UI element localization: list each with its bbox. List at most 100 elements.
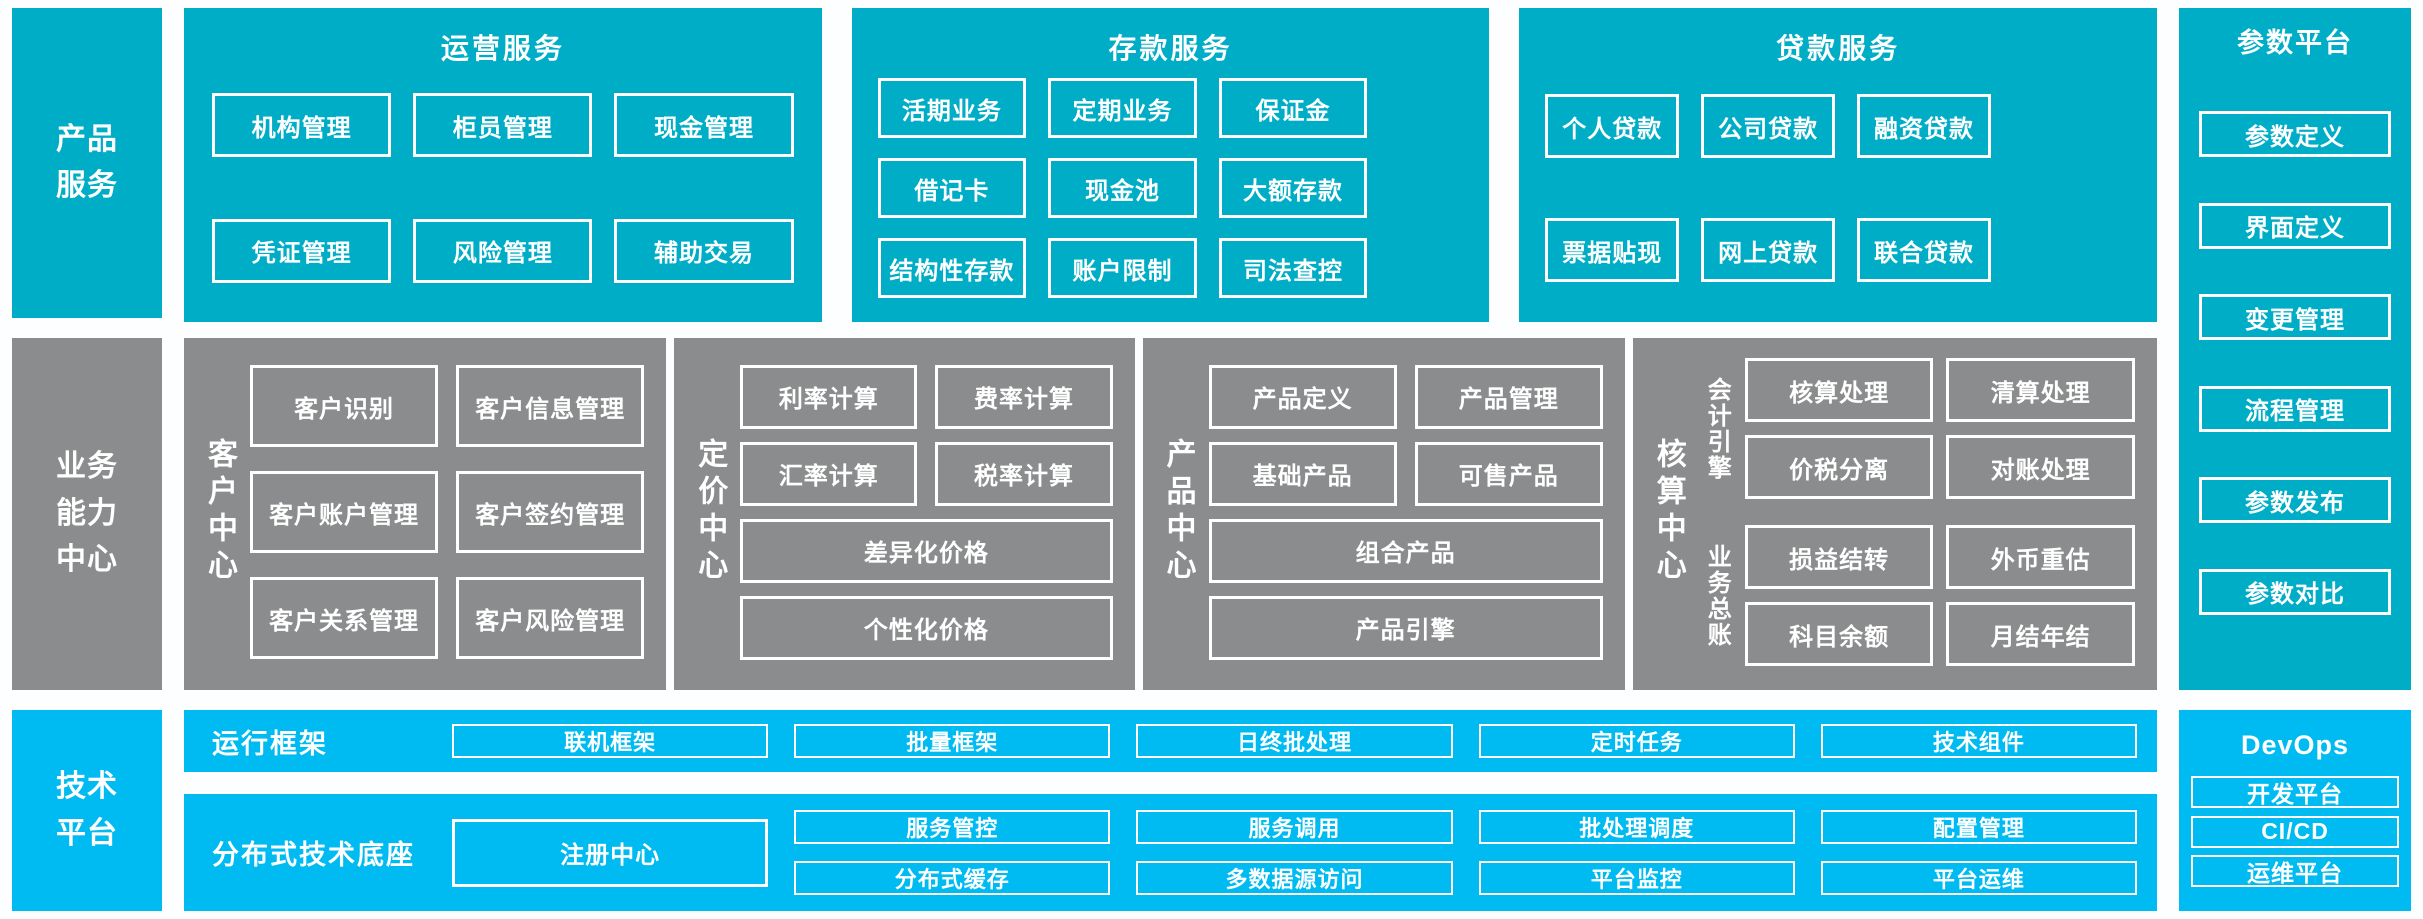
- tech-box: 批量框架: [794, 724, 1111, 758]
- customer-items-grid: 客户识别 客户信息管理 客户账户管理 客户签约管理 客户关系管理 客户风险管理: [250, 354, 645, 670]
- group-vertical-label: 业务总账: [1703, 543, 1731, 648]
- deposit-items-grid: 活期业务 定期业务 保证金 借记卡 现金池 大额存款 结构性存款 账户限制 司法…: [877, 78, 1464, 298]
- service-box: 现金管理: [614, 93, 794, 158]
- capability-box: 产品管理: [1414, 364, 1603, 429]
- tech-box: 分布式缓存: [794, 861, 1111, 896]
- bar-label: 运行框架: [212, 728, 328, 759]
- service-box: 流程管理: [2199, 385, 2391, 432]
- section-title: 贷款服务: [1776, 33, 1901, 64]
- capability-box: 客户关系管理: [250, 577, 439, 659]
- group-vertical-label: 会计引擎: [1703, 376, 1731, 481]
- bar-distributed-base: 分布式技术底座 注册中心 服务管控 服务调用 批处理调度 配置管理 分布式缓存 …: [184, 794, 2157, 911]
- service-box: 大额存款: [1218, 158, 1368, 218]
- service-box: 司法查控: [1218, 238, 1368, 298]
- section-parameter-platform: 参数平台 参数定义 界面定义 变更管理 流程管理 参数发布 参数对比: [2179, 8, 2411, 690]
- rail-business-capability-label: 业务能力中心: [56, 450, 118, 577]
- capability-box: 清算处理: [1946, 358, 2135, 422]
- service-box: 账户限制: [1048, 238, 1197, 298]
- service-box: 柜员管理: [413, 93, 593, 158]
- group-business-ledger: 业务总账 损益结转 外币重估 科目余额 月结年结: [1699, 525, 2135, 666]
- capability-box: 产品引擎: [1208, 595, 1603, 660]
- tech-box: 定时任务: [1478, 724, 1795, 758]
- service-box: 活期业务: [877, 78, 1027, 138]
- capability-box: 损益结转: [1744, 525, 1934, 589]
- panel-vertical-label: 定价中心: [693, 438, 727, 586]
- service-box: 机构管理: [212, 93, 392, 158]
- service-box: 票据贴现: [1545, 218, 1680, 282]
- service-box: 凭证管理: [212, 218, 392, 283]
- capability-box: 利率计算: [740, 364, 918, 429]
- panel-customer-center: 客户中心 客户识别 客户信息管理 客户账户管理 客户签约管理 客户关系管理 客户…: [184, 338, 667, 690]
- group-accounting-engine: 会计引擎 核算处理 清算处理 价税分离 对账处理: [1699, 358, 2135, 499]
- service-box: 变更管理: [2199, 294, 2391, 341]
- accounting-groups: 会计引擎 核算处理 清算处理 价税分离 对账处理 业务总账 损益结转 外币重估 …: [1699, 354, 2135, 670]
- capability-box: 月结年结: [1946, 602, 2135, 666]
- tech-box: 服务调用: [1136, 809, 1453, 844]
- product-services-row: 运营服务 机构管理 柜员管理 现金管理 凭证管理 风险管理 辅助交易 存款服务 …: [184, 8, 2157, 322]
- rail-technology-platform-label: 技术平台: [56, 770, 118, 850]
- panel-pricing-center: 定价中心 利率计算 费率计算 汇率计算 税率计算 差异化价格 个性化价格: [674, 338, 1135, 690]
- bar-label: 分布式技术底座: [212, 840, 415, 870]
- service-box: 定期业务: [1048, 78, 1197, 138]
- tech-box: 平台监控: [1478, 861, 1795, 896]
- capability-box: 客户识别: [250, 365, 439, 447]
- capability-box: 客户签约管理: [456, 471, 645, 553]
- rail-business-capability-center: 业务能力中心: [12, 338, 162, 690]
- rail-product-services-label: 产品服务: [56, 122, 118, 203]
- capability-box: 核算处理: [1744, 358, 1934, 422]
- business-ledger-grid: 损益结转 外币重估 科目余额 月结年结: [1744, 525, 2135, 666]
- section-devops: DevOps 开发平台 CI/CD 运维平台: [2179, 710, 2411, 911]
- section-title: 参数平台: [2237, 28, 2353, 58]
- service-box: 网上贷款: [1701, 218, 1836, 282]
- rail-technology-platform: 技术平台: [12, 710, 162, 911]
- service-box: 联合贷款: [1857, 218, 1991, 282]
- tech-box: 多数据源访问: [1136, 861, 1453, 896]
- capability-box: 差异化价格: [740, 518, 1113, 583]
- capability-box: 产品定义: [1208, 364, 1397, 429]
- capability-box: 客户风险管理: [456, 577, 645, 659]
- capability-box: 费率计算: [935, 364, 1113, 429]
- capability-centers-row: 客户中心 客户识别 客户信息管理 客户账户管理 客户签约管理 客户关系管理 客户…: [184, 338, 2157, 690]
- service-box: 公司贷款: [1701, 94, 1836, 158]
- capability-box: 客户账户管理: [250, 471, 439, 553]
- panel-accounting-center: 核算中心 会计引擎 核算处理 清算处理 价税分离 对账处理 业务总账 损益结转 …: [1632, 338, 2157, 690]
- section-title: DevOps: [2240, 730, 2350, 760]
- service-box: 风险管理: [413, 218, 593, 283]
- accounting-engine-grid: 核算处理 清算处理 价税分离 对账处理: [1744, 358, 2135, 499]
- section-title: 运营服务: [440, 33, 565, 64]
- service-box: 界面定义: [2199, 202, 2391, 249]
- operations-items-grid: 机构管理 柜员管理 现金管理 凭证管理 风险管理 辅助交易: [210, 78, 796, 298]
- section-deposit-services: 存款服务 活期业务 定期业务 保证金 借记卡 现金池 大额存款 结构性存款 账户…: [851, 8, 1490, 322]
- capability-box: 对账处理: [1946, 435, 2135, 499]
- section-loan-services: 贷款服务 个人贷款 公司贷款 融资贷款 票据贴现 网上贷款 联合贷款: [1519, 8, 2157, 322]
- tech-box: 联机框架: [452, 724, 769, 758]
- devops-items-list: 开发平台 CI/CD 运维平台: [2191, 768, 2399, 895]
- capability-box: 税率计算: [935, 441, 1113, 506]
- tech-box: 技术组件: [1820, 724, 2137, 758]
- service-box: 个人贷款: [1545, 94, 1680, 158]
- service-box: 结构性存款: [877, 238, 1027, 298]
- tech-box-registry-center: 注册中心: [452, 818, 769, 887]
- tech-box: 平台运维: [1820, 861, 2137, 896]
- service-box: 借记卡: [877, 158, 1027, 218]
- service-box: 融资贷款: [1857, 94, 1991, 158]
- panel-vertical-label: 产品中心: [1161, 438, 1195, 586]
- tech-box: 配置管理: [1820, 809, 2137, 844]
- capability-box: 科目余额: [1744, 602, 1934, 666]
- product-items-grid: 产品定义 产品管理 基础产品 可售产品 组合产品 产品引擎: [1208, 354, 1603, 670]
- capability-box: 客户信息管理: [456, 365, 645, 447]
- tech-box: CI/CD: [2191, 815, 2399, 848]
- service-box: 保证金: [1218, 78, 1368, 138]
- service-box: 参数对比: [2199, 568, 2391, 615]
- parameter-items-list: 参数定义 界面定义 变更管理 流程管理 参数发布 参数对比: [2199, 66, 2391, 660]
- tech-box: 运维平台: [2191, 855, 2399, 888]
- panel-vertical-label: 客户中心: [203, 438, 236, 586]
- section-operations-services: 运营服务 机构管理 柜员管理 现金管理 凭证管理 风险管理 辅助交易: [184, 8, 822, 322]
- service-box: 辅助交易: [614, 218, 794, 283]
- loan-items-grid: 个人贷款 公司贷款 融资贷款 票据贴现 网上贷款 联合贷款: [1545, 78, 2131, 298]
- tech-box: 开发平台: [2191, 775, 2399, 808]
- panel-vertical-label: 核算中心: [1651, 438, 1685, 586]
- bar-running-framework: 运行框架 联机框架 批量框架 日终批处理 定时任务 技术组件: [184, 710, 2157, 772]
- technology-platform-row: 运行框架 联机框架 批量框架 日终批处理 定时任务 技术组件 分布式技术底座 注…: [184, 710, 2157, 911]
